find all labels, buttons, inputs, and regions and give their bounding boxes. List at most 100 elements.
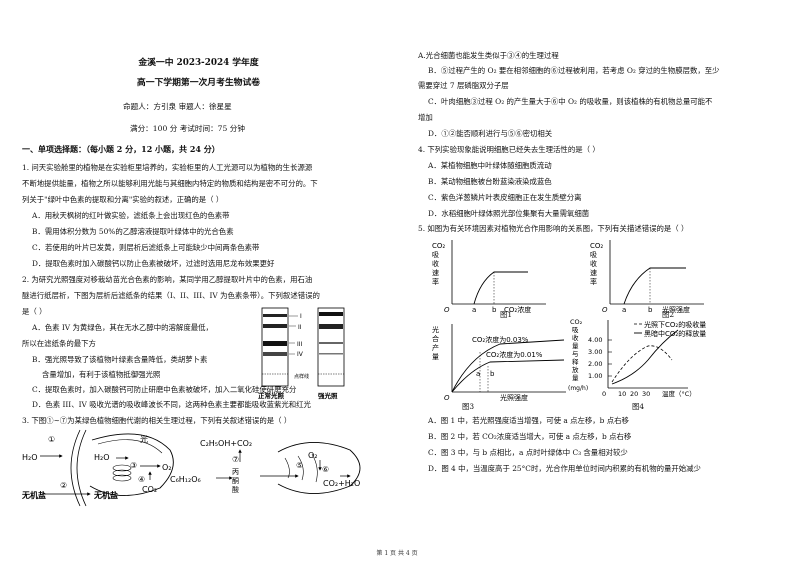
- q3-option-a: A.光合细菌也能发生类似于③④的生理过程: [418, 51, 559, 60]
- label-n1: ①: [48, 435, 55, 444]
- g1-ylabel-1: CO₂: [432, 242, 445, 250]
- g4-ytick-2: 2.00: [588, 360, 602, 368]
- q1-line-3: 列关于"绿叶中色素的提取和分离"实验的叙述，正确的是（ ）: [22, 195, 224, 204]
- g3-curve1: CO₂浓度为0.03%: [472, 335, 529, 344]
- label-light: 光: [140, 434, 148, 444]
- label-ethanol: C₂H₅OH+CO₂: [200, 439, 252, 448]
- graph-2: CO₂ 吸 收 速 率 O a b 光照强度: [590, 240, 704, 314]
- q2-option-c: C．提取色素时，加入碳酸钙可防止研磨中色素被破坏，加入二氧化硅使研磨充分: [32, 385, 297, 394]
- graph-1: CO₂ 吸 收 速 率 O a b CO₂浓度: [432, 240, 546, 314]
- strip-caption-normal: 正常光照: [258, 391, 285, 400]
- g3-origin: O: [444, 394, 450, 402]
- g3-b: b: [490, 370, 495, 378]
- q1-option-d: D．提取色素时加入碳酸钙以防止色素被破坏，过滤时选用尼龙布效果更好: [32, 259, 275, 268]
- strip-caption-strong: 强光照: [318, 391, 338, 400]
- q5-option-c: C．图 3 中，与 b 点相比，a 点时叶绿体中 C₃ 含量相对较少: [428, 448, 628, 457]
- g3-caption: 图3: [462, 402, 475, 411]
- g2-ylabel-4: 速: [590, 269, 597, 277]
- q4-option-a: A．某植物细胞中叶绿体随细胞质流动: [428, 161, 552, 170]
- g2-ylabel-3: 收: [590, 259, 597, 268]
- label-co2: CO₂: [142, 485, 157, 494]
- band-label-2: II: [298, 324, 302, 331]
- label-minerals-mid: 无机盐: [93, 490, 118, 500]
- q4-option-d: D．水稻细胞叶绿体照光部位集聚有大量需氧细菌: [428, 209, 590, 218]
- q1-line-2: 不断地提供能量，植物之所以能够利用光能与其细胞内特定的物质和结构是密不可分的。下: [22, 179, 318, 188]
- label-n6: ⑥: [322, 465, 329, 474]
- label-n3: ③: [130, 461, 137, 470]
- g2-origin: O: [602, 306, 608, 314]
- g4-xtick-20: 20: [630, 390, 638, 398]
- g4-ylabel-5: 与: [572, 350, 579, 358]
- q2-line-3: 是（ ）: [22, 307, 47, 316]
- g4-ylabel-2: 吸: [572, 326, 579, 334]
- g4-xlabel: 温度（°C）: [662, 389, 696, 398]
- label-h2o-left: H₂O: [22, 453, 38, 462]
- g1-ylabel-3: 收: [432, 259, 439, 268]
- g4-xtick-10: 10: [618, 390, 626, 398]
- origin-line-label: 点样线: [294, 373, 309, 380]
- g2-xlabel: 光照强度: [662, 305, 690, 314]
- q3-option-d: D．①②能否顺利进行与⑤⑥密切相关: [428, 129, 553, 138]
- label-pyruvate-1: 丙: [232, 468, 239, 476]
- g4-ytick-1: 1.00: [588, 372, 602, 380]
- g2-ylabel-1: CO₂: [590, 242, 603, 250]
- q5-option-a: A．图 1 中，若光照强度适当增强，可使 a 点左移，b 点右移: [428, 416, 629, 425]
- g4-ylabel-9: (mg/h): [568, 385, 588, 392]
- q2-line-1: 2. 为研究光照强度对移栽幼苗光合色素的影响，某同学用乙醇提取叶片中的色素，用石…: [22, 275, 313, 284]
- g3-curve2: CO₂浓度为0.01%: [486, 350, 543, 359]
- q5-option-b: B．图 2 中，若 CO₂浓度适当增大，可使 a 点左移，b 点右移: [428, 432, 632, 441]
- g4-ylabel-4: 量: [572, 342, 579, 350]
- q3-option-c: C．叶肉细胞③过程 O₂ 的产生量大于⑥中 O₂ 的吸收量，则该植株的有机物总量…: [428, 97, 713, 106]
- q3-option-c-cont: 增加: [418, 113, 433, 122]
- g4-legend-dark: 黑暗中CO₂的释放量: [644, 329, 706, 338]
- band-label-4: IV: [297, 351, 304, 358]
- q2-line-2: 醚进行纸层析，下图为层析后滤纸条的结果（I、II、III、IV 为色素条带）。下…: [22, 291, 320, 300]
- q2-option-d: D．色素 III、IV 吸收光谱的吸收峰波长不同，这两种色素主要都能吸收蓝紫光和…: [32, 400, 311, 409]
- label-pyruvate-3: 酸: [232, 485, 239, 494]
- g1-b: b: [492, 306, 497, 314]
- graph-4: 光照下CO₂的吸收量 黑暗中CO₂的释放量 CO₂ 吸 收 量 与 释 放 量 …: [568, 318, 706, 398]
- q2-option-a: A．色素 IV 为黄绿色，其在无水乙醇中的溶解度最低，: [32, 323, 213, 332]
- q2-option-a-cont: 所以在滤纸条的最下方: [22, 339, 96, 348]
- g4-ylabel-8: 量: [572, 374, 579, 382]
- g3-xlabel: 光照强度: [500, 393, 528, 402]
- label-n5: ⑤: [296, 461, 303, 470]
- g1-a: a: [472, 306, 476, 314]
- q1-option-c: C．若使用的叶片已发黄，则层析后滤纸条上可能缺少中间两条色素带: [32, 243, 260, 252]
- label-n4: ④: [138, 475, 145, 484]
- g4-ylabel-3: 收: [572, 333, 579, 342]
- q3-option-b: B．⑤过程产生的 O₂ 要在相邻细胞的⑥过程被利用，若考虑 O₂ 穿过的生物膜层…: [428, 66, 720, 75]
- q2-option-b-cont: 含量增加，有利于该植物抵御强光照: [42, 370, 161, 379]
- exam-subtitle: 高一下学期第一次月考生物试卷: [136, 78, 261, 88]
- q4-option-b: B．某动物细胞被台盼蓝染液染成蓝色: [428, 177, 552, 186]
- g1-ylabel-2: 吸: [432, 251, 439, 259]
- g4-ylabel-7: 放: [572, 365, 579, 374]
- g2-b: b: [648, 306, 653, 314]
- band-label-3: III: [297, 341, 303, 348]
- g4-ylabel-6: 释: [572, 358, 579, 366]
- g2-ylabel-5: 率: [590, 277, 597, 286]
- label-n7: ⑦: [232, 455, 239, 464]
- q3-option-b-cont: 需要穿过 7 层磷脂双分子层: [418, 81, 509, 90]
- page-footer: 第 1 页 共 4 页: [376, 550, 418, 557]
- exam-title: 金溪一中 2023-2024 学年度: [138, 58, 259, 68]
- label-n2: ②: [60, 481, 67, 490]
- q1-option-a: A．用秋天枫树的红叶做实验，滤纸条上会出现红色的色素带: [32, 211, 230, 220]
- g4-legend-light: 光照下CO₂的吸收量: [644, 320, 706, 329]
- section-heading: 一、单项选择题：（每小题 2 分，12 小题，共 24 分）: [22, 144, 220, 154]
- g1-xlabel: CO₂浓度: [504, 305, 531, 314]
- g3-ylabel-2: 合: [432, 334, 439, 343]
- g4-caption: 图4: [632, 402, 645, 411]
- q4-option-c: C．紫色洋葱鳞片叶表皮细胞正在发生质壁分离: [428, 193, 582, 202]
- g4-ytick-4: 4.00: [588, 336, 602, 344]
- g3-ylabel-4: 量: [432, 353, 439, 361]
- g4-ytick-3: 3.00: [588, 348, 602, 356]
- g4-origin: 0: [602, 390, 606, 398]
- g1-ylabel-4: 速: [432, 269, 439, 277]
- g3-ylabel-1: 光: [432, 325, 439, 334]
- q3-line: 3. 下图①~⑦为某绿色植物细胞代谢的相关生理过程，下列有关叙述错误的是（ ）: [22, 416, 292, 425]
- label-o2-right: O₂: [308, 451, 318, 460]
- g4-ylabel-1: CO₂: [570, 318, 583, 326]
- q2-option-b: B．强光照导致了该植物叶绿素含量降低，类胡萝卜素: [32, 355, 208, 364]
- g1-ylabel-5: 率: [432, 277, 439, 286]
